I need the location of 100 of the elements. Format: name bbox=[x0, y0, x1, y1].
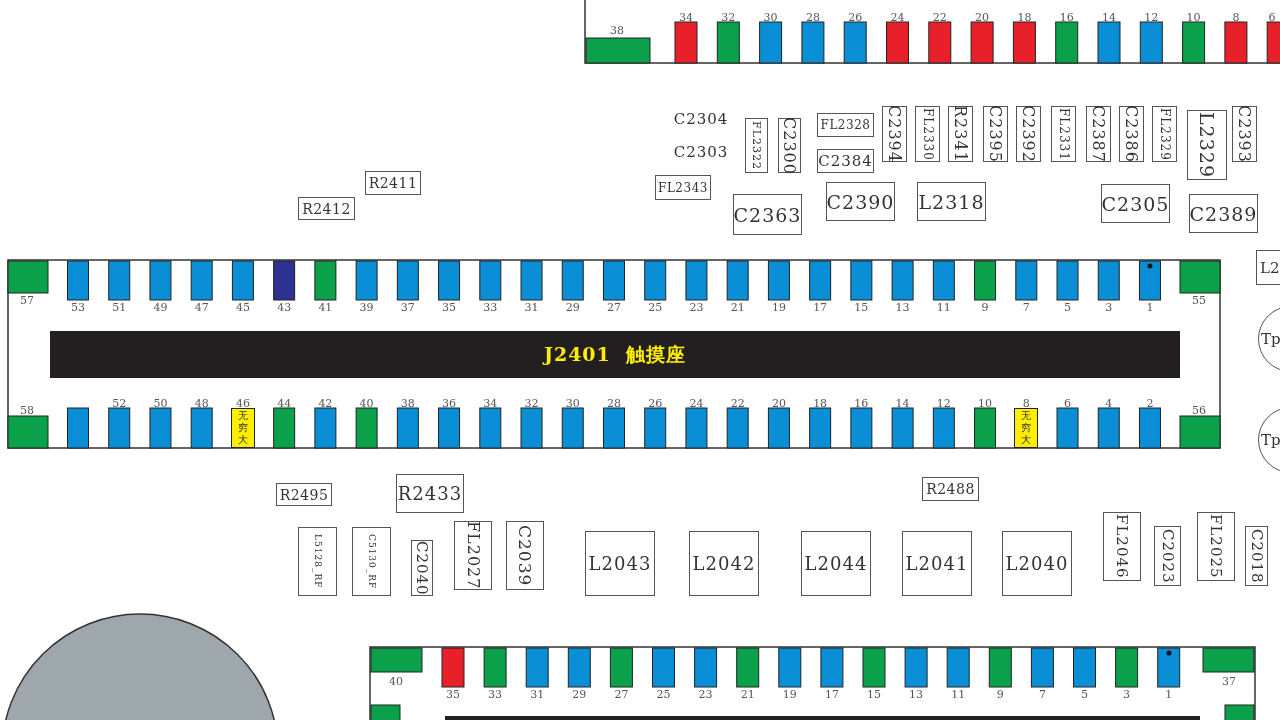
pin-number: 23 bbox=[689, 300, 704, 314]
component-box: C2393 bbox=[1232, 106, 1257, 162]
component-box: C2305 bbox=[1101, 184, 1170, 223]
connector-pad: 无穷大 bbox=[1014, 408, 1039, 448]
component-box: L2 bbox=[1256, 250, 1280, 285]
pin-number: 46 bbox=[235, 396, 250, 410]
pin-number: 3 bbox=[1123, 687, 1131, 701]
pin-number: 9 bbox=[996, 687, 1004, 701]
component-box: C2392 bbox=[1016, 106, 1041, 162]
component-box: C2039 bbox=[506, 521, 544, 590]
pin-number: 22 bbox=[932, 10, 947, 24]
pin-number: 35 bbox=[442, 300, 457, 314]
pin-number: 4 bbox=[1105, 396, 1113, 410]
pin-number: 36 bbox=[442, 396, 457, 410]
pin-number: 48 bbox=[194, 396, 209, 410]
pin-number: 43 bbox=[277, 300, 292, 314]
component-label: C2304 bbox=[673, 110, 729, 128]
pin-number: 42 bbox=[318, 396, 333, 410]
component-box: L2043 bbox=[585, 531, 655, 596]
component-box: L2040 bbox=[1002, 531, 1072, 596]
component-box: C2040 bbox=[411, 540, 433, 596]
pin-number: 40 bbox=[359, 396, 374, 410]
pin-number: 35 bbox=[446, 687, 460, 701]
pin-number: 58 bbox=[20, 403, 34, 417]
pin-number: 16 bbox=[854, 396, 869, 410]
pin-number: 24 bbox=[689, 396, 704, 410]
pin-number: 5 bbox=[1064, 300, 1071, 314]
pin-number: 18 bbox=[1017, 10, 1032, 24]
pin-number: 38 bbox=[610, 23, 624, 37]
pin-number: 24 bbox=[890, 10, 905, 24]
pin-number: 20 bbox=[771, 396, 786, 410]
pin-number: 53 bbox=[71, 300, 85, 314]
pin-number: 13 bbox=[909, 687, 924, 701]
pin-number: 19 bbox=[771, 300, 786, 314]
pin-number: 17 bbox=[813, 300, 828, 314]
pin-number: 14 bbox=[1102, 10, 1116, 24]
pin-number: 10 bbox=[1186, 10, 1201, 24]
component-label: C2303 bbox=[673, 143, 729, 161]
pin-number: 11 bbox=[936, 300, 951, 314]
pin-number: 26 bbox=[848, 10, 863, 24]
component-box: L2042 bbox=[689, 531, 759, 596]
component-box: FL2329 bbox=[1152, 106, 1177, 162]
pin-number: 37 bbox=[1222, 674, 1236, 688]
pin-number: 27 bbox=[607, 300, 621, 314]
component-box: FL2331 bbox=[1051, 106, 1076, 162]
component-box: FL2330 bbox=[915, 106, 940, 162]
pin-number: 10 bbox=[978, 396, 993, 410]
pin-number: 51 bbox=[112, 300, 127, 314]
component-box: L2044 bbox=[801, 531, 871, 596]
pin-number: 1 bbox=[1165, 687, 1173, 701]
pin-number: 25 bbox=[648, 300, 663, 314]
component-box: L2318 bbox=[917, 182, 986, 221]
pin-number: 32 bbox=[721, 10, 736, 24]
pin-number: 30 bbox=[565, 396, 580, 410]
pin-number: 13 bbox=[895, 300, 910, 314]
component-box: C2384 bbox=[817, 149, 874, 173]
pin-number: 21 bbox=[730, 300, 745, 314]
component-box: FL2343 bbox=[655, 175, 711, 200]
pin-number: 28 bbox=[805, 10, 820, 24]
pin-number: 57 bbox=[20, 293, 34, 307]
component-box: C2363 bbox=[733, 194, 802, 235]
pin-number: 20 bbox=[975, 10, 990, 24]
component-box: R2341 bbox=[948, 106, 973, 162]
pin-number: 9 bbox=[981, 300, 989, 314]
component-box: C5130_RF bbox=[352, 527, 391, 596]
pin-number: 40 bbox=[389, 674, 403, 688]
connector-title-bar: J2401 触摸座 bbox=[50, 331, 1180, 378]
pin-number: 33 bbox=[488, 687, 503, 701]
pin-number: 16 bbox=[1059, 10, 1074, 24]
component-box: R2412 bbox=[298, 197, 355, 220]
pin-number: 6 bbox=[1064, 396, 1071, 410]
component-box: FL2322 bbox=[745, 118, 768, 173]
pin-number: 12 bbox=[936, 396, 951, 410]
pin-number: 31 bbox=[524, 300, 539, 314]
pin-number: 49 bbox=[153, 300, 168, 314]
pin-number: 37 bbox=[400, 300, 415, 314]
pin-number: 32 bbox=[524, 396, 539, 410]
pin-number: 2 bbox=[1146, 396, 1154, 410]
component-box: C2300 bbox=[778, 118, 801, 173]
pin-number: 15 bbox=[854, 300, 869, 314]
pin-number: 11 bbox=[951, 687, 966, 701]
component-box: FL2025 bbox=[1197, 512, 1235, 581]
component-box: FL2046 bbox=[1103, 512, 1141, 581]
component-box: C2394 bbox=[882, 106, 907, 162]
pin-number: 25 bbox=[656, 687, 671, 701]
pin-number: 23 bbox=[698, 687, 713, 701]
pin-number: 47 bbox=[194, 300, 209, 314]
pin-number: 29 bbox=[565, 300, 580, 314]
pin-number: 5 bbox=[1081, 687, 1088, 701]
pin-number: 34 bbox=[679, 10, 693, 24]
component-box: FL2027 bbox=[454, 521, 492, 590]
pin-number: 14 bbox=[895, 396, 910, 410]
component-box: L2329 bbox=[1187, 110, 1227, 180]
pin-number: 31 bbox=[530, 687, 545, 701]
pin-number: 45 bbox=[235, 300, 250, 314]
component-box: FL2328 bbox=[817, 113, 874, 137]
connector-pad: 无穷大 bbox=[230, 408, 255, 448]
pin-number: 8 bbox=[1022, 396, 1030, 410]
component-box: L2041 bbox=[902, 531, 972, 596]
component-box: C2023 bbox=[1154, 526, 1181, 586]
